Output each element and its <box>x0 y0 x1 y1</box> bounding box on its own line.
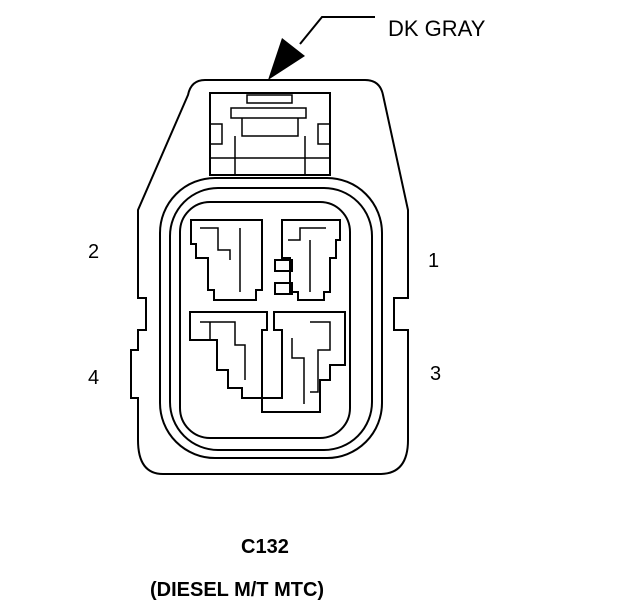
latch-cross-bar <box>230 107 307 119</box>
latch-right-step <box>317 123 330 145</box>
pin-cavity-3-latch <box>310 321 331 393</box>
pin-cavity-2 <box>190 219 263 301</box>
pin-cavity-1 <box>281 219 341 301</box>
pin-label-1: 1 <box>428 250 439 272</box>
pin-cavity-4-contact <box>200 321 246 380</box>
latch-slot <box>241 118 299 137</box>
connector-id: C132 <box>241 536 289 558</box>
key-block-bottom <box>274 282 293 295</box>
pin-cavity-2-contact <box>200 227 231 260</box>
latch-outer <box>209 92 331 176</box>
connector-title: C132 (DIESEL M/T MTC) <box>150 536 324 600</box>
latch-left-step <box>210 123 223 145</box>
pin-cavity-4 <box>189 311 268 399</box>
housing-outer-outline <box>130 79 409 475</box>
shroud-inner-ring <box>169 187 373 451</box>
cavity-face <box>179 201 351 439</box>
shroud-outer-ring <box>159 177 383 459</box>
pin-label-4: 4 <box>88 367 99 389</box>
color-label: DK GRAY <box>388 16 486 41</box>
color-callout: DK GRAY <box>268 16 486 80</box>
callout-leader-line <box>299 16 375 45</box>
pin-label-3: 3 <box>430 363 441 385</box>
pin-labels: 2 1 4 3 <box>88 241 441 389</box>
locking-latch <box>209 92 331 176</box>
latch-top-bar <box>246 94 293 104</box>
pin-label-2: 2 <box>88 241 99 263</box>
connector-housing <box>130 79 409 475</box>
pin-cavity-3-contact <box>291 338 305 404</box>
callout-arrowhead <box>268 38 305 80</box>
pin-cavity-1-contact <box>288 227 326 241</box>
key-block-top <box>274 259 293 272</box>
pin-cavity-3 <box>261 311 346 413</box>
connector-description: (DIESEL M/T MTC) <box>150 579 324 600</box>
